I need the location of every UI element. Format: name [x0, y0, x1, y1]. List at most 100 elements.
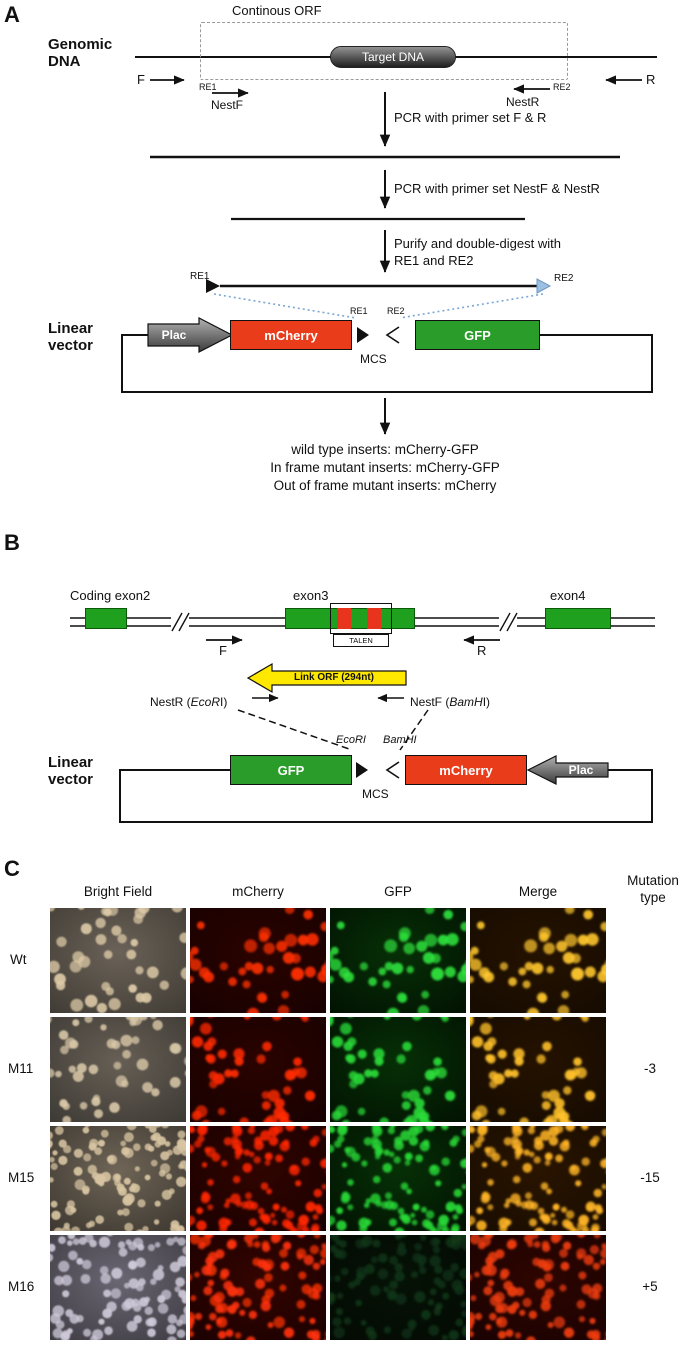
- step2-text: PCR with primer set NestF & NestR: [394, 181, 600, 196]
- plac-label-b: Plac: [568, 763, 594, 777]
- row-label-wt: Wt: [10, 952, 27, 967]
- talen-label-box: TALEN: [333, 634, 389, 647]
- nestr-suffix: I): [220, 695, 228, 709]
- micrograph-m16-bright-field: [50, 1235, 186, 1340]
- mcherry-box-b: mCherry: [405, 755, 527, 785]
- panel-b-label: B: [4, 530, 20, 555]
- genome-break-left-2: [178, 612, 190, 632]
- linear-vector-line2: vector: [48, 337, 94, 354]
- genome-break-right-2: [506, 612, 518, 632]
- digest-re2-label: RE2: [554, 273, 574, 284]
- ligation-dotted-right: [399, 293, 544, 319]
- linear-vector-line1: Linear: [48, 320, 94, 337]
- row-label-m15: M15: [8, 1170, 35, 1185]
- mcs-right-bracket: [385, 326, 400, 344]
- continuous-orf-label: Continous ORF: [232, 3, 322, 18]
- linear-vector-b-line2: vector: [48, 771, 94, 788]
- re1-label: RE1: [199, 82, 217, 92]
- vector-backbone-b: [119, 769, 653, 823]
- nestr-label: NestR: [506, 95, 540, 109]
- ecori-site-label: EcoRI: [336, 734, 366, 746]
- nestf-prefix: NestF (: [410, 695, 450, 709]
- result-line-3: Out of frame mutant inserts: mCherry: [273, 478, 497, 493]
- gfp-box-b: GFP: [230, 755, 352, 785]
- micrograph-m11-merge: [470, 1017, 606, 1122]
- genomic-dna-label: Genomic DNA: [48, 36, 112, 70]
- exon2-box: [85, 608, 127, 629]
- nestr-prefix: NestR (: [150, 695, 191, 709]
- primer-r-label: R: [646, 72, 656, 87]
- plac-label: Plac: [161, 328, 187, 342]
- micrograph-wt-bright-field: [50, 908, 186, 1013]
- mcherry-box: mCherry: [230, 320, 352, 350]
- micrograph-m16-mcherry: [190, 1235, 326, 1340]
- plac-promoter-arrow: [147, 317, 234, 353]
- panel-a-label: A: [4, 2, 20, 27]
- column-header-mcherry: mCherry: [232, 884, 284, 899]
- mcs-left-triangle-b: [356, 762, 368, 778]
- column-header-merge: Merge: [518, 884, 558, 899]
- step1-text: PCR with primer set F & R: [394, 110, 547, 125]
- primer-f-label-b: F: [219, 643, 227, 658]
- link-orf-arrow: [246, 662, 407, 694]
- panel-c-label: C: [4, 856, 20, 881]
- micrograph-m15-gfp: [330, 1126, 466, 1231]
- micrograph-m15-mcherry: [190, 1126, 326, 1231]
- result-text-block: wild type inserts: mCherry-GFP In frame …: [155, 441, 615, 495]
- panel-b: B Coding exon2 exon3 TALEN F R exon4 Lin…: [0, 530, 697, 852]
- bamhi-site-label: BamHI: [383, 734, 417, 746]
- mutation-value-m11: -3: [643, 1061, 656, 1076]
- nestr-primer-label: NestR (EcoRI): [150, 695, 227, 709]
- exon4-label: exon4: [550, 588, 586, 603]
- mcs-right-bracket-b: [385, 761, 400, 779]
- micrograph-m11-gfp: [330, 1017, 466, 1122]
- micrograph-m11-bright-field: [50, 1017, 186, 1122]
- micrograph-m11-mcherry: [190, 1017, 326, 1122]
- panel-a: A Continous ORF Genomic DNA Target DNA F…: [0, 0, 697, 528]
- linear-vector-label: Linear vector: [48, 320, 93, 354]
- genome-break-right-1: [499, 612, 511, 632]
- nestf-suffix: I): [482, 695, 491, 709]
- genomic-dna-line1: Genomic: [48, 36, 113, 53]
- re2-label: RE2: [553, 82, 571, 92]
- link-orf-label: Link ORF (294nt): [293, 672, 374, 683]
- mutation-value-m16: +5: [642, 1279, 658, 1294]
- orf-dashed-box: [200, 22, 568, 80]
- vector-backbone: [121, 334, 653, 393]
- site-re2-label: RE2: [387, 306, 405, 316]
- mutation-type-header: Mutation type: [610, 872, 696, 906]
- mutation-header-line1: Mutation: [627, 873, 679, 888]
- column-header-gfp: GFP: [384, 884, 412, 899]
- micrograph-m15-merge: [470, 1126, 606, 1231]
- linear-vector-label-b: Linear vector: [48, 754, 93, 788]
- exon3-label: exon3: [293, 588, 329, 603]
- cloning-dashed-left: [237, 709, 353, 751]
- talen-site-right: [367, 608, 381, 629]
- digest-re1-label: RE1: [190, 271, 210, 282]
- genome-break-left-1: [171, 612, 183, 632]
- primer-r-label-b: R: [477, 643, 487, 658]
- nestf-enzyme: BamH: [449, 695, 483, 709]
- gfp-box: GFP: [415, 320, 540, 350]
- panel-b-diagram-lines: [70, 612, 655, 823]
- row-label-m16: M16: [8, 1279, 35, 1294]
- mcs-left-triangle: [357, 327, 369, 343]
- linear-vector-b-line1: Linear: [48, 754, 94, 771]
- nestf-primer-label: NestF (BamHI): [410, 695, 490, 709]
- mcs-label: MCS: [360, 352, 387, 366]
- re1-sticky-end: [206, 279, 220, 293]
- re2-sticky-end: [536, 278, 552, 294]
- exon4-box: [545, 608, 611, 629]
- mcs-label-b: MCS: [362, 787, 389, 801]
- micrograph-m16-gfp: [330, 1235, 466, 1340]
- micrograph-wt-mcherry: [190, 908, 326, 1013]
- genomic-dna-line2: DNA: [48, 53, 81, 70]
- micrograph-m16-merge: [470, 1235, 606, 1340]
- row-label-m11: M11: [8, 1061, 34, 1076]
- micrograph-wt-merge: [470, 908, 606, 1013]
- result-line-2: In frame mutant inserts: mCherry-GFP: [270, 460, 500, 475]
- talen-site-left: [337, 608, 351, 629]
- column-header-bright-field: Bright Field: [83, 884, 153, 899]
- micrograph-wt-gfp: [330, 908, 466, 1013]
